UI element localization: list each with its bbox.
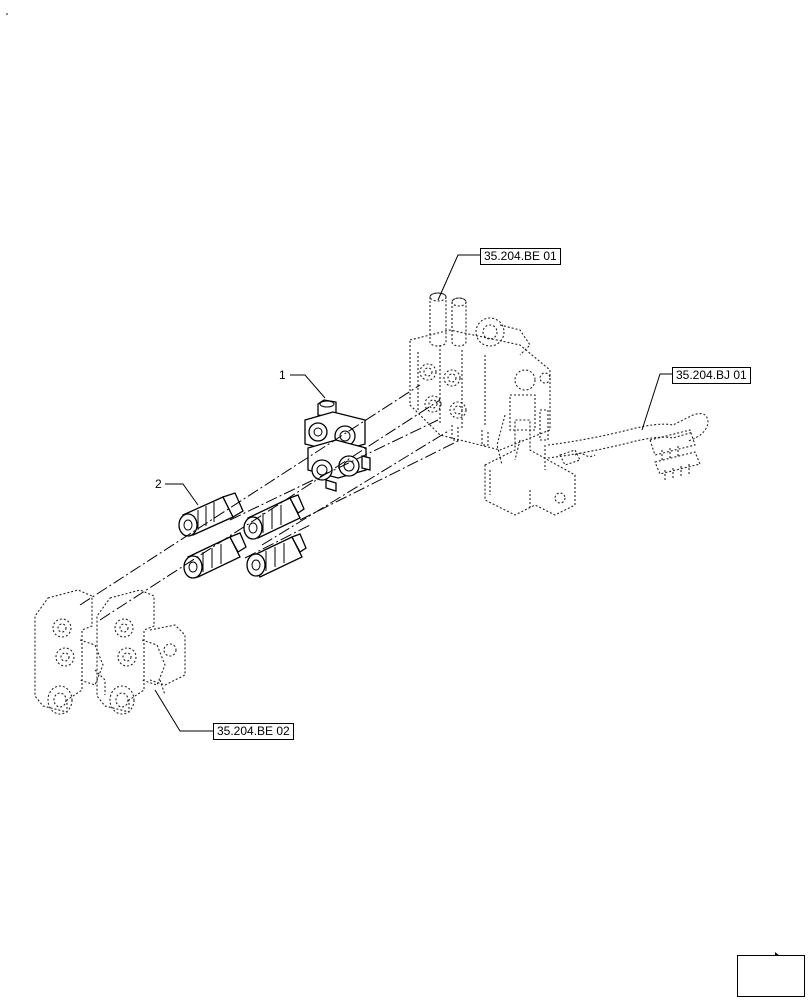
upper-valve-assembly xyxy=(409,292,576,516)
part-1-adapter-block xyxy=(304,399,371,492)
leader-ref-bj01 xyxy=(641,373,672,431)
leader-ref-be02 xyxy=(154,689,213,732)
part-2-quick-couplers xyxy=(178,492,307,579)
ref-link-35-204-be-02[interactable]: 35.204.BE 02 xyxy=(213,723,294,740)
leader-part-2 xyxy=(165,483,199,506)
coupler-a xyxy=(178,492,244,537)
lower-valve-assembly xyxy=(34,589,186,715)
coupler-b xyxy=(243,494,305,540)
hydraulic-lines xyxy=(547,413,709,480)
assembly-center-lines xyxy=(79,384,461,621)
corner-mark xyxy=(6,13,8,15)
leader-ref-be01 xyxy=(437,254,480,301)
callout-part-2: 2 xyxy=(155,477,162,491)
callout-part-1: 1 xyxy=(279,368,286,382)
coupler-d xyxy=(246,533,307,578)
leader-part-1 xyxy=(290,374,326,399)
coupler-c xyxy=(183,532,247,579)
ref-link-35-204-be-01[interactable]: 35.204.BE 01 xyxy=(480,248,561,265)
next-page-button[interactable] xyxy=(737,955,805,997)
ref-link-35-204-bj-01[interactable]: 35.204.BJ 01 xyxy=(672,367,751,384)
